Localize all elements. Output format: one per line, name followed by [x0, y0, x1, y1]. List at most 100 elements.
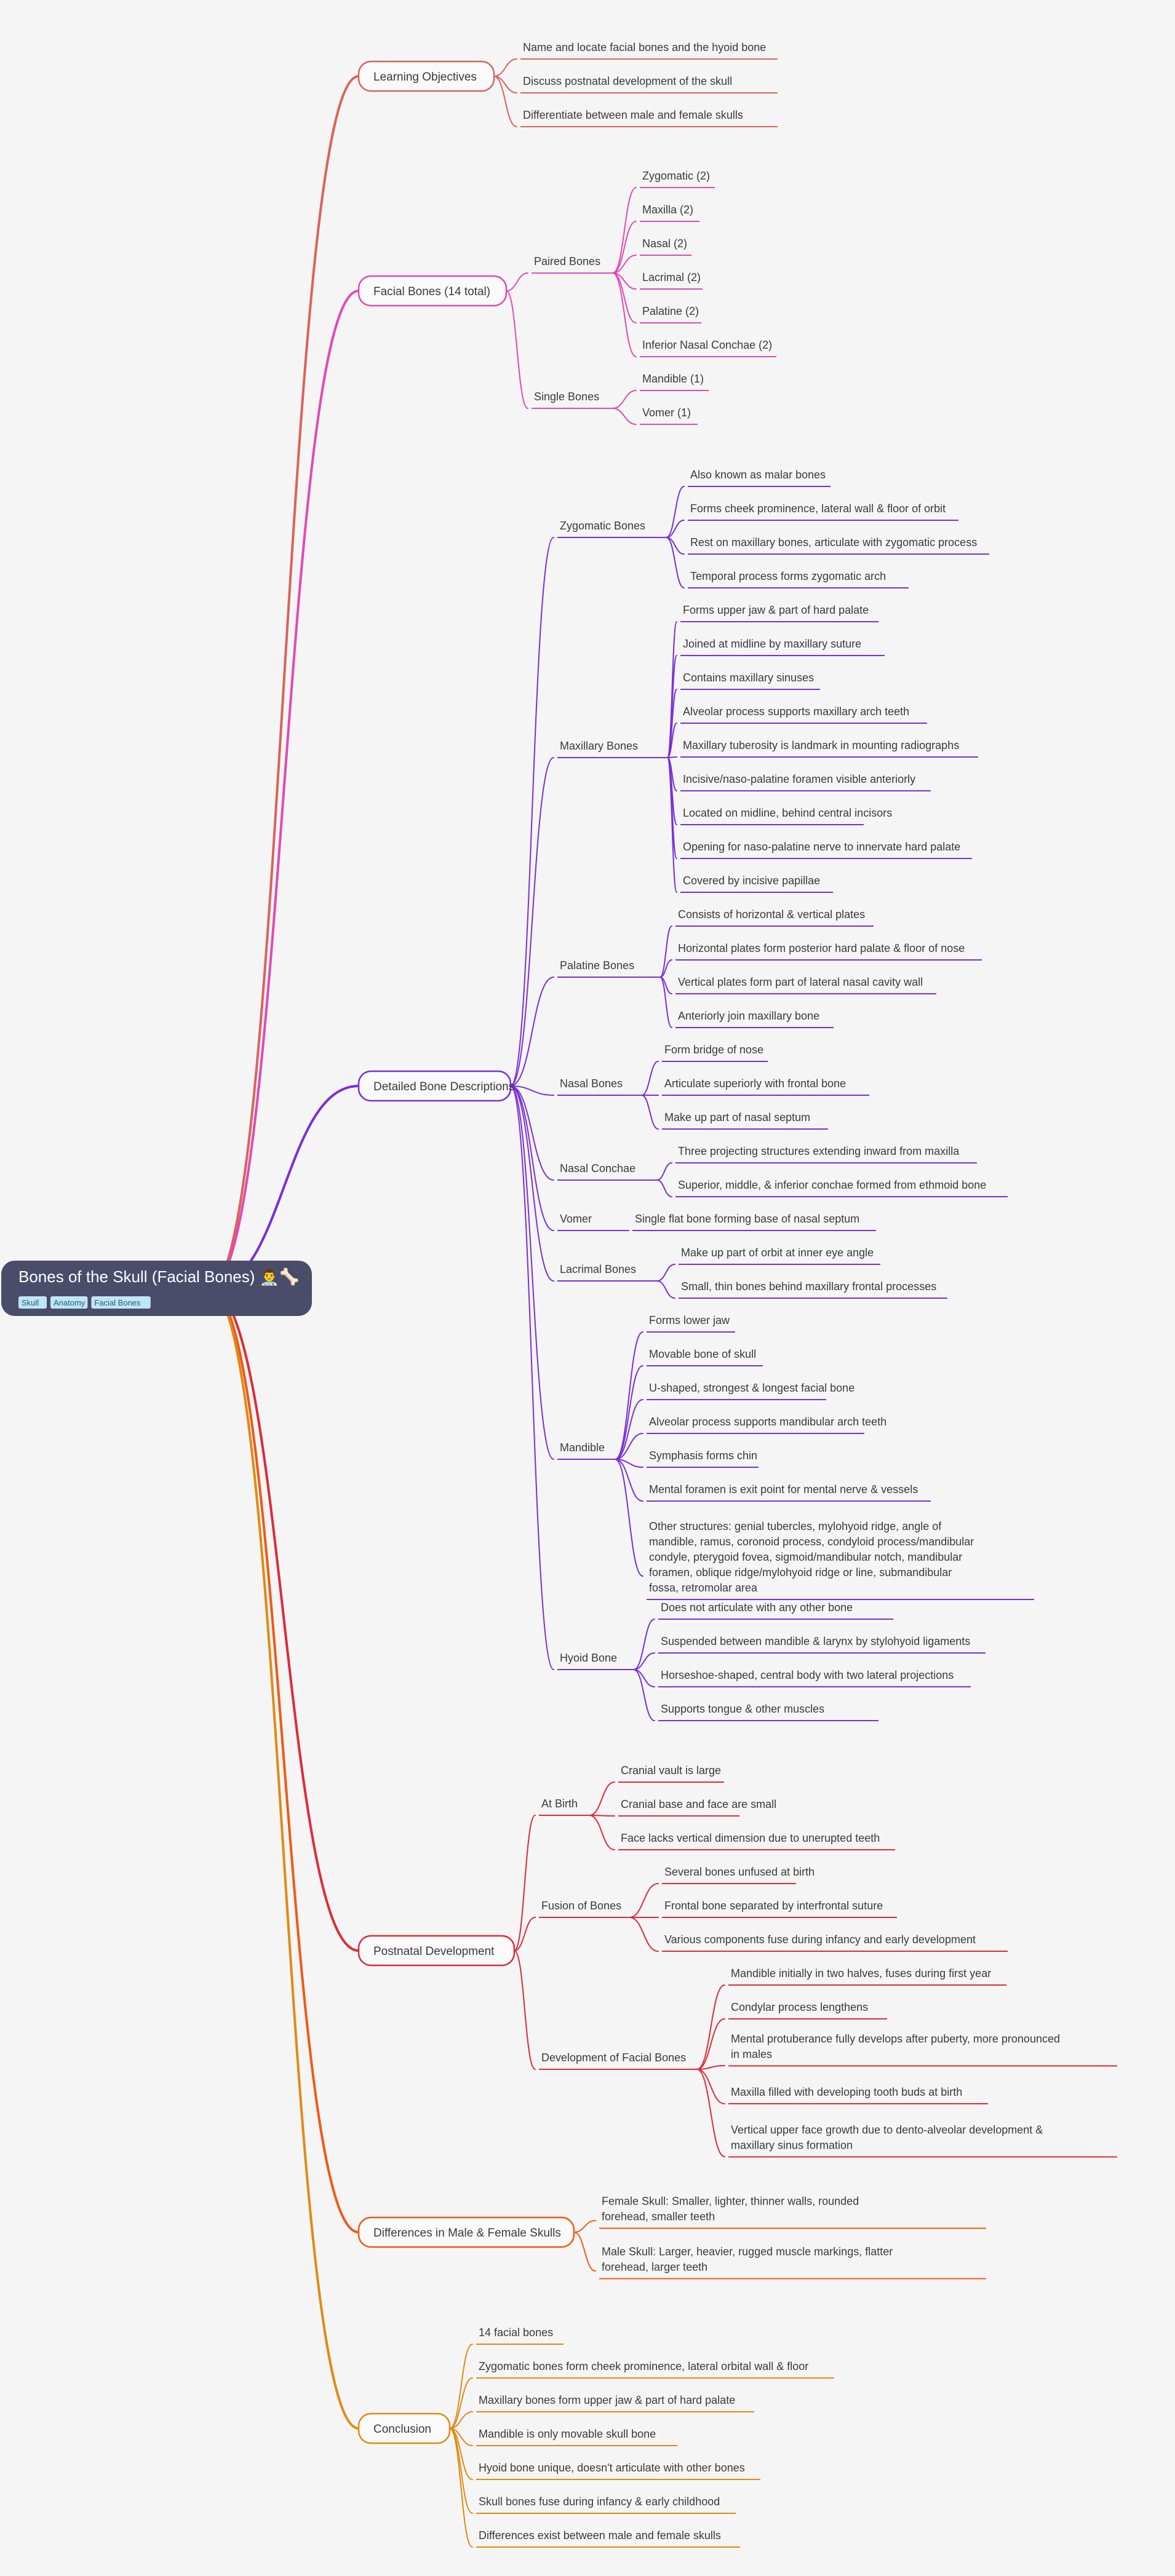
- node-make-up-part-of-orbit-at-inner-eye-angle[interactable]: Make up part of orbit at inner eye angle: [679, 1246, 880, 1265]
- node-horizontal-plates-form-posterior-hard-pa[interactable]: Horizontal plates form posterior hard pa…: [675, 942, 982, 961]
- node-suspended-between-mandible-larynx-by-sty[interactable]: Suspended between mandible & larynx by s…: [658, 1635, 986, 1654]
- node-maxilla-filled-with-developing-tooth-bud[interactable]: Maxilla filled with developing tooth bud…: [728, 2086, 988, 2104]
- node-maxillary-tuberosity-is-landmark-in-moun[interactable]: Maxillary tuberosity is landmark in moun…: [680, 739, 978, 758]
- node-forms-cheek-prominence-lateral-wall-floo[interactable]: Forms cheek prominence, lateral wall & f…: [688, 502, 958, 521]
- node-articulate-superiorly-with-frontal-bone[interactable]: Articulate superiorly with frontal bone: [662, 1077, 869, 1096]
- node-label: Incisive/naso-palatine foramen visible a…: [683, 773, 915, 785]
- node-forms-lower-jaw[interactable]: Forms lower jaw: [647, 1314, 735, 1333]
- node-several-bones-unfused-at-birth[interactable]: Several bones unfused at birth: [662, 1866, 815, 1884]
- node-vertical-plates-form-part-of-lateral-nas[interactable]: Vertical plates form part of lateral nas…: [675, 976, 936, 994]
- node-face-lacks-vertical-dimension-due-to-une[interactable]: Face lacks vertical dimension due to une…: [618, 1832, 895, 1850]
- node-discuss-postnatal-development-of-the-sku[interactable]: Discuss postnatal development of the sku…: [520, 75, 778, 93]
- node-mental-foramen-is-exit-point-for-mental-[interactable]: Mental foramen is exit point for mental …: [647, 1483, 931, 1502]
- node-condylar-process-lengthens[interactable]: Condylar process lengthens: [728, 2001, 887, 2019]
- node-differentiate-between-male-and-female-sk[interactable]: Differentiate between male and female sk…: [520, 109, 778, 127]
- node-opening-for-naso-palatine-nerve-to-inner[interactable]: Opening for naso-palatine nerve to inner…: [680, 841, 972, 859]
- node-hyoid-bone[interactable]: Hyoid Bone: [557, 1652, 634, 1670]
- node-inferior-nasal-conchae-2[interactable]: Inferior Nasal Conchae (2): [640, 339, 776, 357]
- node-maxilla-2[interactable]: Maxilla (2): [640, 204, 699, 222]
- node-other-structures-genial-tubercles-mylohy[interactable]: Other structures: genial tubercles, mylo…: [647, 1520, 1034, 1600]
- node-at-birth[interactable]: At Birth: [539, 1797, 589, 1816]
- node-skull-bones-fuse-during-infancy-early-ch[interactable]: Skull bones fuse during infancy & early …: [476, 2495, 736, 2514]
- node-zygomatic-bones[interactable]: Zygomatic Bones: [557, 520, 666, 538]
- node-zygomatic-2[interactable]: Zygomatic (2): [640, 170, 715, 188]
- node-palatine-2[interactable]: Palatine (2): [640, 305, 701, 323]
- leaf-connector: [633, 1652, 655, 1670]
- node-supports-tongue-other-muscles[interactable]: Supports tongue & other muscles: [658, 1703, 878, 1721]
- node-cranial-base-and-face-are-small[interactable]: Cranial base and face are small: [618, 1798, 776, 1817]
- node-vertical-upper-face-growth-due-to-dento-[interactable]: Vertical upper face growth due to dento-…: [728, 2124, 1117, 2158]
- node-maxillary-bones[interactable]: Maxillary Bones: [557, 740, 667, 758]
- node-frontal-bone-separated-by-interfrontal-s[interactable]: Frontal bone separated by interfrontal s…: [662, 1900, 897, 1918]
- node-differences-exist-between-male-and-femal[interactable]: Differences exist between male and femal…: [476, 2529, 740, 2548]
- node-14-facial-bones[interactable]: 14 facial bones: [476, 2326, 564, 2345]
- node-three-projecting-structures-extending-in[interactable]: Three projecting structures extending in…: [675, 1145, 977, 1163]
- tag-facial-bones[interactable]: Facial Bones: [91, 1296, 151, 1309]
- node-located-on-midline-behind-central-inciso[interactable]: Located on midline, behind central incis…: [680, 807, 892, 825]
- node-also-known-as-malar-bones[interactable]: Also known as malar bones: [688, 469, 830, 487]
- node-alveolar-process-supports-mandibular-arc[interactable]: Alveolar process supports mandibular arc…: [647, 1416, 886, 1434]
- node-joined-at-midline-by-maxillary-suture[interactable]: Joined at midline by maxillary suture: [680, 638, 885, 656]
- node-small-thin-bones-behind-maxillary-fronta[interactable]: Small, thin bones behind maxillary front…: [679, 1280, 947, 1299]
- node-consists-of-horizontal-vertical-plates[interactable]: Consists of horizontal & vertical plates: [675, 908, 874, 927]
- branch-detailed-bone-descriptions[interactable]: Detailed Bone Descriptions: [357, 1070, 514, 1102]
- tag-skull[interactable]: Skull: [18, 1296, 47, 1309]
- node-various-components-fuse-during-infancy-a[interactable]: Various components fuse during infancy a…: [662, 1933, 1008, 1952]
- node-label: Vertical upper face growth due to dento-…: [731, 2124, 1043, 2136]
- branch-conclusion[interactable]: Conclusion: [357, 2412, 451, 2444]
- node-mandible-initially-in-two-halves-fuses-d[interactable]: Mandible initially in two halves, fuses …: [728, 1967, 1006, 1986]
- node-hyoid-bone-unique-doesn-t-articulate-wit[interactable]: Hyoid bone unique, doesn't articulate wi…: [476, 2462, 760, 2480]
- node-mandible-1[interactable]: Mandible (1): [640, 373, 709, 391]
- node-form-bridge-of-nose[interactable]: Form bridge of nose: [662, 1044, 768, 1062]
- node-contains-maxillary-sinuses[interactable]: Contains maxillary sinuses: [680, 672, 820, 690]
- node-superior-middle-inferior-conchae-formed-[interactable]: Superior, middle, & inferior conchae for…: [675, 1179, 1008, 1197]
- node-label: Single Bones: [534, 390, 599, 403]
- node-nasal-conchae[interactable]: Nasal Conchae: [557, 1162, 657, 1181]
- node-nasal-2[interactable]: Nasal (2): [640, 237, 691, 256]
- node-covered-by-incisive-papillae[interactable]: Covered by incisive papillae: [680, 874, 833, 893]
- node-zygomatic-bones-form-cheek-prominence-la[interactable]: Zygomatic bones form cheek prominence, l…: [476, 2360, 834, 2379]
- node-name-and-locate-facial-bones-and-the-hyo[interactable]: Name and locate facial bones and the hyo…: [520, 41, 778, 60]
- tag-anatomy[interactable]: Anatomy: [50, 1296, 88, 1309]
- node-anteriorly-join-maxillary-bone[interactable]: Anteriorly join maxillary bone: [675, 1010, 834, 1028]
- node-fusion-of-bones[interactable]: Fusion of Bones: [539, 1900, 629, 1918]
- node-symphasis-forms-chin[interactable]: Symphasis forms chin: [647, 1449, 759, 1468]
- node-nasal-bones[interactable]: Nasal Bones: [557, 1077, 642, 1096]
- node-mandible[interactable]: Mandible: [557, 1441, 615, 1460]
- node-label: Skull bones fuse during infancy & early …: [479, 2495, 720, 2508]
- node-single-bones[interactable]: Single Bones: [532, 390, 613, 409]
- node-palatine-bones[interactable]: Palatine Bones: [557, 959, 660, 978]
- node-movable-bone-of-skull[interactable]: Movable bone of skull: [647, 1348, 763, 1366]
- node-label: Forms lower jaw: [649, 1314, 730, 1326]
- node-development-of-facial-bones[interactable]: Development of Facial Bones: [539, 2051, 697, 2070]
- node-paired-bones[interactable]: Paired Bones: [532, 255, 613, 274]
- node-single-flat-bone-forming-base-of-nasal-s[interactable]: Single flat bone forming base of nasal s…: [632, 1213, 876, 1231]
- branch-differences-in-male-female-skulls[interactable]: Differences in Male & Female Skulls: [357, 2216, 575, 2248]
- node-lacrimal-2[interactable]: Lacrimal (2): [640, 271, 703, 290]
- node-vomer[interactable]: Vomer: [557, 1213, 625, 1231]
- node-label: Various components fuse during infancy a…: [664, 1933, 976, 1946]
- node-female-skull-smaller-lighter-thinner-wal[interactable]: Female Skull: Smaller, lighter, thinner …: [599, 2195, 986, 2229]
- node-forms-upper-jaw-part-of-hard-palate[interactable]: Forms upper jaw & part of hard palate: [680, 604, 878, 622]
- branch-facial-bones-14-total[interactable]: Facial Bones (14 total): [357, 275, 508, 307]
- node-label: Condylar process lengthens: [731, 2001, 868, 2013]
- node-vomer-1[interactable]: Vomer (1): [640, 406, 698, 425]
- node-u-shaped-strongest-longest-facial-bone[interactable]: U-shaped, strongest & longest facial bon…: [647, 1382, 854, 1400]
- node-male-skull-larger-heavier-rugged-muscle-[interactable]: Male Skull: Larger, heavier, rugged musc…: [599, 2246, 986, 2280]
- root-node[interactable]: Bones of the Skull (Facial Bones) 👨‍⚕️🦴 …: [1, 1261, 312, 1316]
- node-mental-protuberance-fully-develops-after[interactable]: Mental protuberance fully develops after…: [728, 2033, 1117, 2067]
- node-maxillary-bones-form-upper-jaw-part-of-h[interactable]: Maxillary bones form upper jaw & part of…: [476, 2394, 754, 2412]
- node-does-not-articulate-with-any-other-bone[interactable]: Does not articulate with any other bone: [658, 1601, 893, 1620]
- node-horseshoe-shaped-central-body-with-two-l[interactable]: Horseshoe-shaped, central body with two …: [658, 1669, 971, 1687]
- node-alveolar-process-supports-maxillary-arch[interactable]: Alveolar process supports maxillary arch…: [680, 705, 927, 724]
- branch-learning-objectives[interactable]: Learning Objectives: [357, 60, 495, 92]
- node-mandible-is-only-movable-skull-bone[interactable]: Mandible is only movable skull bone: [476, 2428, 677, 2446]
- node-incisive-naso-palatine-foramen-visible-a[interactable]: Incisive/naso-palatine foramen visible a…: [680, 773, 931, 791]
- branch-postnatal-development[interactable]: Postnatal Development: [357, 1935, 516, 1967]
- node-rest-on-maxillary-bones-articulate-with-[interactable]: Rest on maxillary bones, articulate with…: [688, 536, 989, 555]
- leaf-connector: [659, 977, 672, 1028]
- node-lacrimal-bones[interactable]: Lacrimal Bones: [557, 1263, 657, 1282]
- node-cranial-vault-is-large[interactable]: Cranial vault is large: [618, 1764, 724, 1783]
- node-temporal-process-forms-zygomatic-arch[interactable]: Temporal process forms zygomatic arch: [688, 570, 909, 589]
- node-make-up-part-of-nasal-septum[interactable]: Make up part of nasal septum: [662, 1111, 828, 1130]
